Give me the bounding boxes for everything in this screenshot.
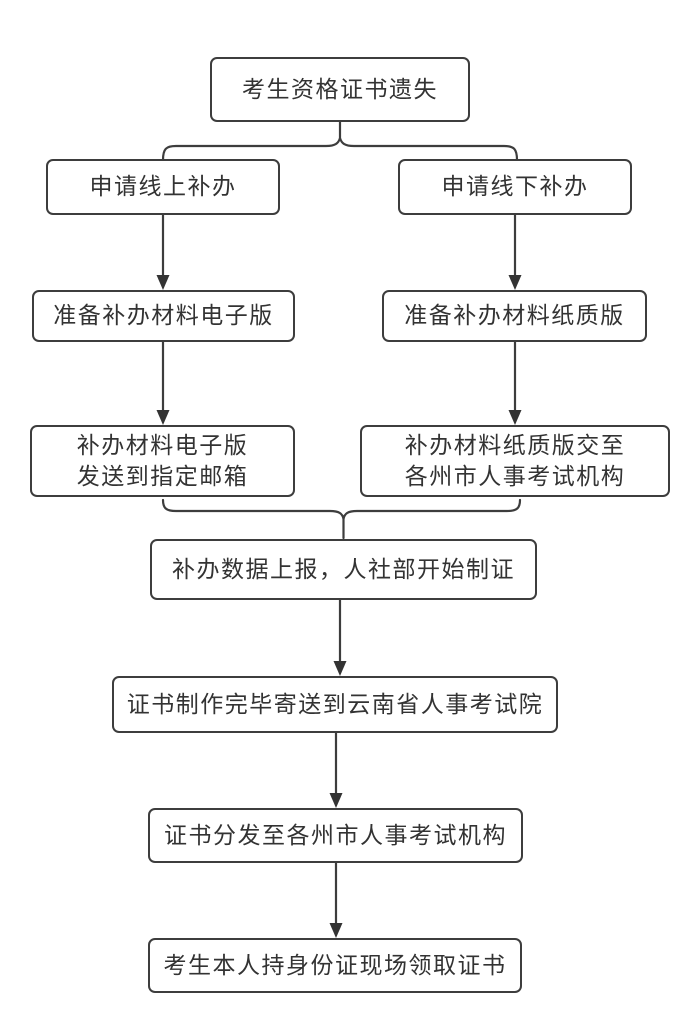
flow-node-prepare-electronic-materials: 准备补办材料电子版 (32, 290, 295, 342)
flow-node-prepare-paper-materials: 准备补办材料纸质版 (382, 290, 647, 342)
flow-node-report-data-make-certificate: 补办数据上报，人社部开始制证 (150, 539, 537, 600)
flow-node-label: 证书制作完毕寄送到云南省人事考试院 (126, 691, 544, 717)
flow-node-label: 证书分发至各州市人事考试机构 (164, 822, 507, 848)
arrow-prep-paper-to-submit-paper (508, 340, 522, 425)
arrow-offline-to-prep-paper (508, 213, 522, 290)
flow-node-label-line2: 发送到指定邮箱 (76, 464, 249, 489)
flow-node-pickup-with-id: 考生本人持身份证现场领取证书 (148, 938, 522, 993)
flow-node-label: 申请线下补办 (441, 174, 589, 200)
flow-node-label-line1: 补办材料纸质版交至 (404, 432, 626, 458)
flow-node-distribute-to-agencies: 证书分发至各州市人事考试机构 (148, 808, 523, 863)
flow-node-start: 考生资格证书遗失 (210, 57, 470, 122)
split-brace-connector (161, 120, 519, 162)
flow-node-label: 申请线上补办 (89, 174, 237, 200)
flow-node-label-line2: 各州市人事考试机构 (404, 464, 626, 489)
flow-node-label: 准备补办材料纸质版 (404, 303, 625, 329)
flow-node-label: 补办数据上报，人社部开始制证 (172, 556, 515, 582)
arrow-online-to-prep-electronic (156, 213, 170, 290)
flow-node-submit-paper-materials: 补办材料纸质版交至 各州市人事考试机构 (360, 425, 670, 497)
arrow-distribute-to-pickup (329, 861, 343, 938)
flow-node-label: 考生资格证书遗失 (242, 76, 438, 102)
arrow-mail-yunnan-to-distribute (329, 731, 343, 808)
flow-node-label: 考生本人持身份证现场领取证书 (163, 952, 507, 978)
flow-node-apply-offline: 申请线下补办 (398, 159, 632, 215)
flow-node-mail-to-yunnan-institute: 证书制作完毕寄送到云南省人事考试院 (112, 676, 558, 733)
flow-node-send-to-mailbox: 补办材料电子版 发送到指定邮箱 (30, 425, 295, 497)
arrow-report-to-mail-yunnan (333, 598, 347, 676)
flow-node-label-line1: 补办材料电子版 (76, 432, 249, 458)
flow-node-apply-online: 申请线上补办 (46, 159, 280, 215)
merge-brace-connector (161, 498, 522, 540)
flow-node-label: 准备补办材料电子版 (53, 303, 274, 329)
arrow-prep-electronic-to-send-email (156, 340, 170, 425)
